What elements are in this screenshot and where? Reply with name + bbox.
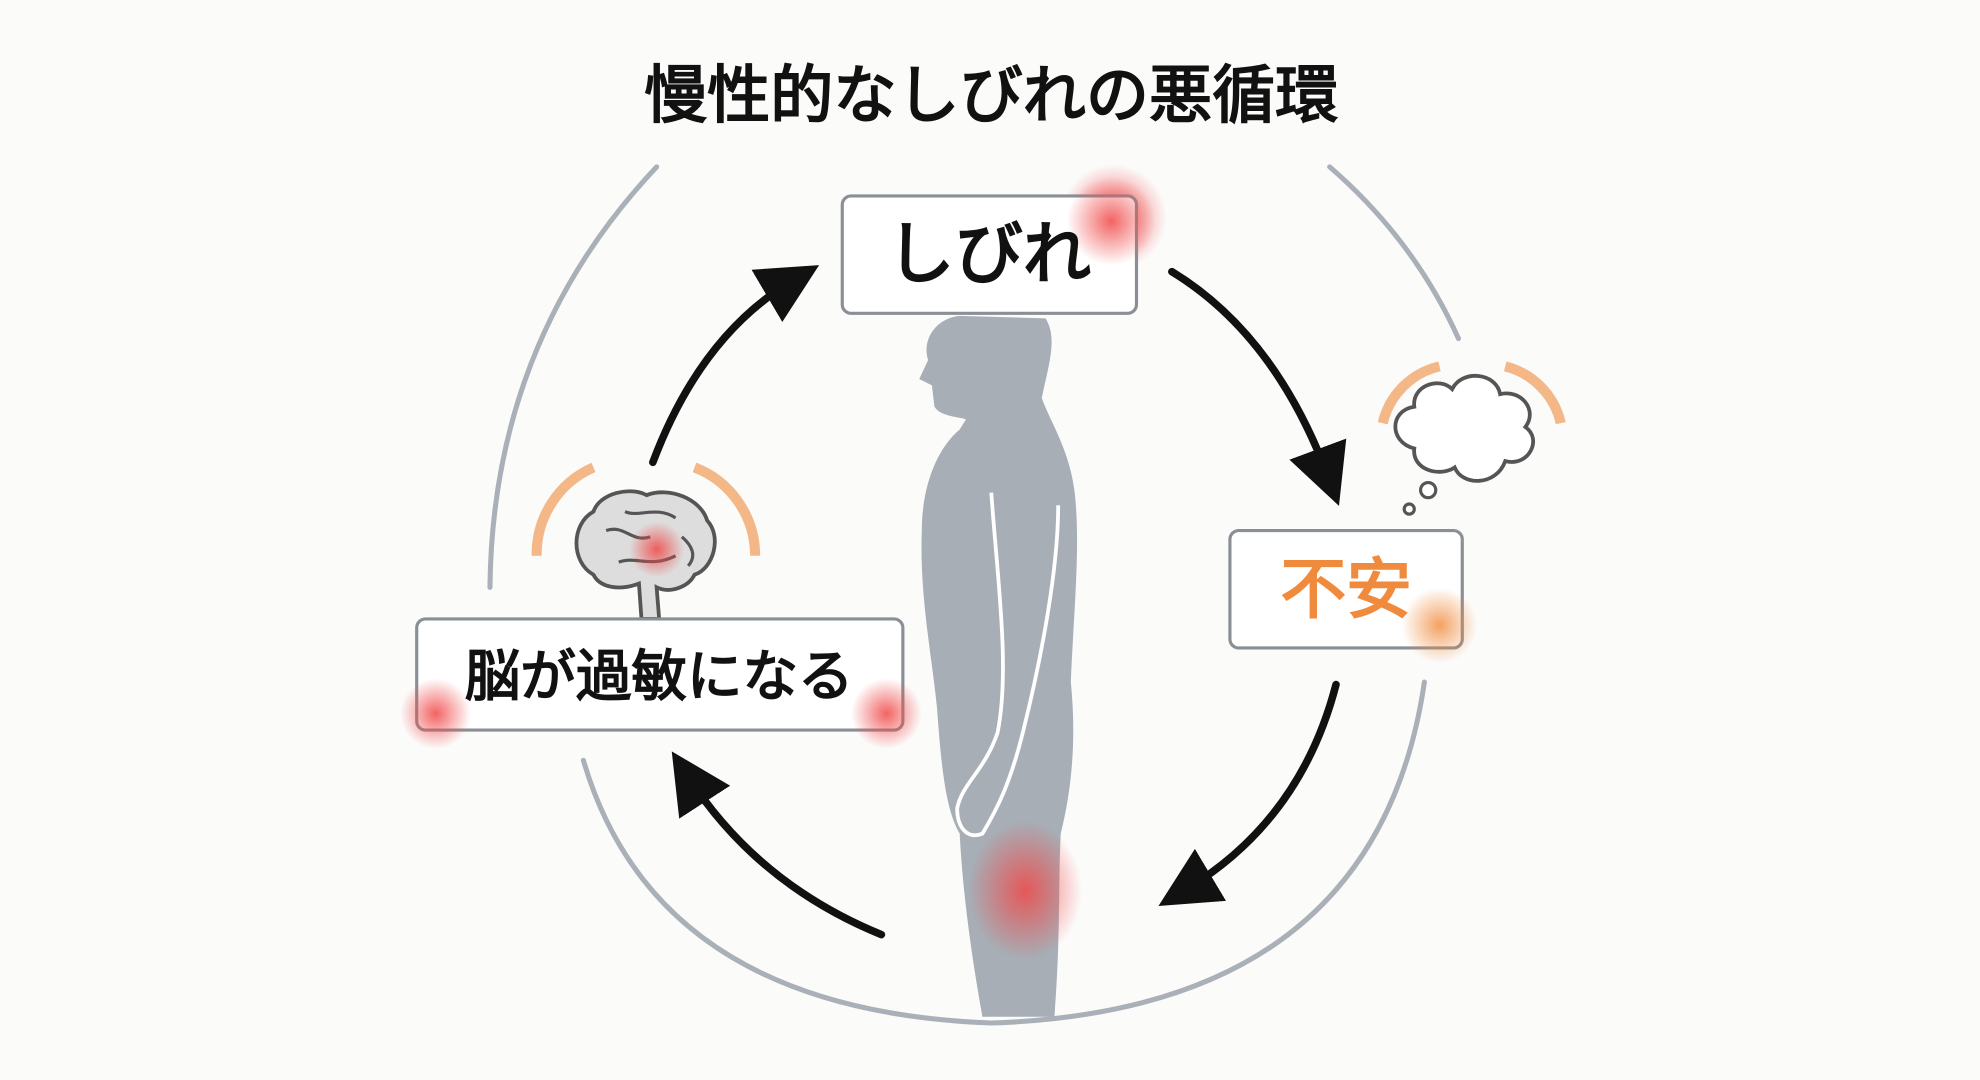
node-numbness-label: しびれ xyxy=(886,216,1091,295)
node-brain-sensitive: 脳が過敏になる xyxy=(400,617,922,749)
node-anxiety: 不安 xyxy=(1228,528,1478,664)
arrow-bottom-to-brain xyxy=(671,751,886,939)
brain-icon xyxy=(531,462,761,621)
diagram-title: 慢性的なしびれの悪循環 xyxy=(644,58,1339,132)
node-brain-sensitive-label: 脳が過敏になる xyxy=(465,645,854,710)
arrow-brain-to-numbness xyxy=(649,265,820,467)
node-numbness: しびれ xyxy=(840,176,1156,315)
arrow-anxiety-to-brain-lower xyxy=(1158,680,1340,906)
node-anxiety-label: 不安 xyxy=(1280,552,1411,628)
arrow-numbness-to-anxiety xyxy=(1168,267,1347,506)
leg-pain-glow xyxy=(968,820,1083,960)
outer-ring xyxy=(487,164,1462,1026)
thought-cloud-icon xyxy=(1377,361,1566,516)
